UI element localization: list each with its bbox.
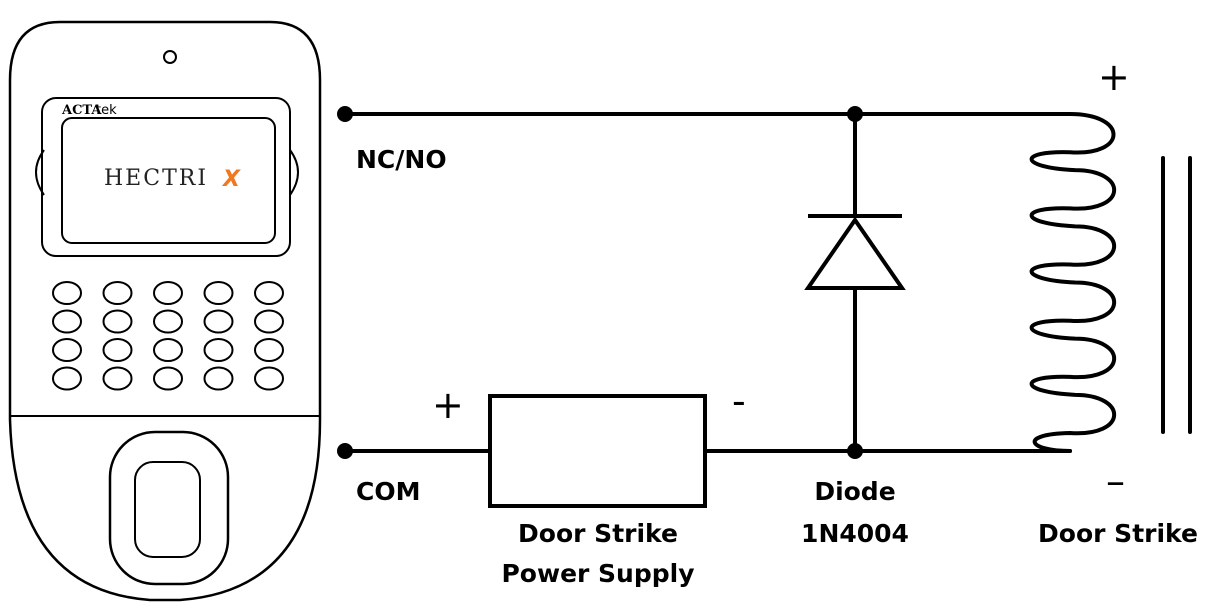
keypad-button: [102, 309, 133, 334]
keypad-button: [203, 366, 234, 391]
brand-name: HECTRI: [104, 166, 208, 191]
door-strike-minus: –: [1106, 459, 1125, 503]
power-supply-label-line2: Power Supply: [501, 559, 694, 588]
right-side-button: [289, 149, 299, 196]
power-supply-minus: -: [732, 379, 746, 423]
nc-no-terminal: [337, 106, 353, 122]
keypad-button: [254, 309, 284, 334]
power-supply-label-line1: Door Strike: [518, 519, 678, 548]
coil-winding: [1029, 112, 1117, 453]
nc-no-label: NC/NO: [356, 145, 447, 174]
keypad-button: [153, 281, 183, 305]
junction-bottom: [847, 443, 863, 459]
keypad: [52, 281, 284, 391]
keypad-button: [52, 366, 82, 391]
keypad-button: [52, 281, 82, 305]
junction-top: [847, 106, 863, 122]
fingerprint-housing: [108, 430, 230, 586]
keypad-button: [52, 338, 82, 362]
door-strike-plus: +: [1098, 55, 1130, 99]
diode-triangle: [804, 216, 906, 290]
access-terminal-device: [8, 20, 322, 602]
keypad-button: [254, 366, 284, 391]
door-strike-coil: [1029, 112, 1192, 453]
keypad-button: [203, 338, 234, 362]
keypad-button: [153, 338, 183, 362]
camera-lens: [163, 50, 177, 64]
com-label: COM: [356, 477, 420, 506]
maker-logo-light: tek: [96, 103, 117, 118]
diode-label-line1: Diode: [814, 477, 895, 506]
keypad-button: [254, 338, 284, 362]
door-strike-label: Door Strike: [1038, 519, 1198, 548]
power-supply-plus: +: [432, 383, 464, 427]
keypad-button: [203, 309, 234, 334]
keypad-button: [153, 309, 183, 334]
keypad-button: [153, 366, 183, 391]
keypad-button: [102, 366, 133, 391]
device-body: [8, 20, 322, 602]
keypad-button: [254, 281, 284, 305]
brand-accent-letter: X: [221, 167, 241, 192]
power-supply-box: [488, 394, 707, 508]
keypad-button: [102, 338, 133, 362]
keypad-button: [102, 281, 133, 305]
keypad-button: [203, 281, 234, 305]
diode-label-line2: 1N4004: [801, 519, 909, 548]
screen-bezel: [41, 97, 291, 257]
maker-logo-bold: ACTA: [61, 103, 102, 118]
keypad-button: [52, 309, 82, 334]
display-screen: [61, 117, 276, 244]
wires: [343, 112, 1072, 453]
com-terminal: [337, 443, 353, 459]
diode-symbol: [804, 214, 906, 290]
fingerprint-window: [134, 461, 201, 558]
